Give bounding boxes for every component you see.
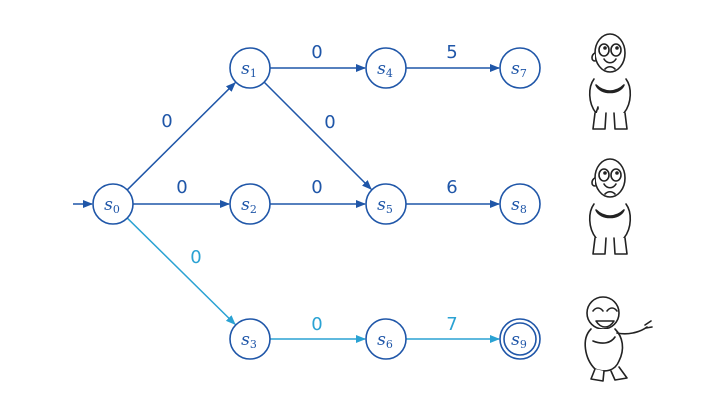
node-label-base: s [377, 330, 386, 350]
node-circle [499, 183, 541, 225]
node-label-subscript: 6 [386, 338, 393, 351]
node-label-subscript: 9 [520, 338, 527, 351]
node-label-base: s [104, 195, 113, 215]
node-label-subscript: 0 [113, 203, 120, 216]
node-label: s5 [377, 195, 393, 217]
accepting-ring [503, 322, 537, 356]
edge-weight-label: 7 [446, 314, 457, 335]
node-label-base: s [377, 59, 386, 79]
edge-weight-label: 0 [324, 112, 335, 133]
node-label: s8 [511, 195, 527, 217]
node-s8: s8 [499, 183, 541, 225]
node-label-subscript: 3 [250, 338, 257, 351]
edges-layer: 0 0 0 0 0 0 0 5 6 7 [73, 42, 500, 343]
node-label-subscript: 2 [250, 203, 257, 216]
node-label-base: s [377, 195, 386, 215]
node-label-subscript: 4 [386, 67, 393, 80]
node-s2: s2 [229, 183, 271, 225]
node-s4: s4 [365, 47, 407, 89]
edge-weight-label: 0 [311, 42, 322, 63]
edge-weight-label: 0 [190, 247, 201, 268]
node-label: s3 [241, 330, 257, 352]
node-circle [92, 183, 134, 225]
node-label: s7 [511, 59, 527, 81]
node-label: s9 [511, 330, 527, 352]
node-circle [365, 318, 407, 360]
node-label: s2 [241, 195, 257, 217]
edge-weight-label: 0 [311, 177, 322, 198]
node-label-base: s [511, 330, 520, 350]
node-circle [229, 183, 271, 225]
node-circle [365, 183, 407, 225]
node-label-base: s [241, 330, 250, 350]
node-s3: s3 [229, 318, 271, 360]
node-label-base: s [511, 59, 520, 79]
node-s7: s7 [499, 47, 541, 89]
node-label-subscript: 8 [520, 203, 527, 216]
node-label-subscript: 7 [520, 67, 527, 80]
edge-s0-s3 [126, 217, 236, 325]
node-label: s1 [241, 59, 257, 81]
node-circle [229, 47, 271, 89]
node-circle [499, 47, 541, 89]
node-label: s0 [104, 195, 120, 217]
node-s6: s6 [365, 318, 407, 360]
worried-figure [588, 158, 632, 255]
node-s5: s5 [365, 183, 407, 225]
edge-s1-s5 [263, 81, 372, 190]
node-s9: s9 [499, 318, 541, 360]
node-label: s6 [377, 330, 393, 352]
node-label-base: s [241, 195, 250, 215]
node-s1: s1 [229, 47, 271, 89]
worried-figure [588, 33, 632, 130]
edge-s0-s1 [126, 82, 236, 191]
node-circle [229, 318, 271, 360]
edge-weight-label: 0 [311, 314, 322, 335]
node-label-subscript: 5 [386, 203, 393, 216]
node-label-base: s [241, 59, 250, 79]
node-s0: s0 [92, 183, 134, 225]
laughing-figure [584, 296, 653, 382]
node-label-subscript: 1 [250, 67, 257, 80]
edge-weight-label: 5 [446, 42, 457, 63]
edge-weight-label: 0 [161, 111, 172, 132]
node-label: s4 [377, 59, 393, 81]
node-label-base: s [511, 195, 520, 215]
node-circle [365, 47, 407, 89]
edge-weight-label: 6 [446, 177, 457, 198]
edge-weight-label: 0 [176, 177, 187, 198]
